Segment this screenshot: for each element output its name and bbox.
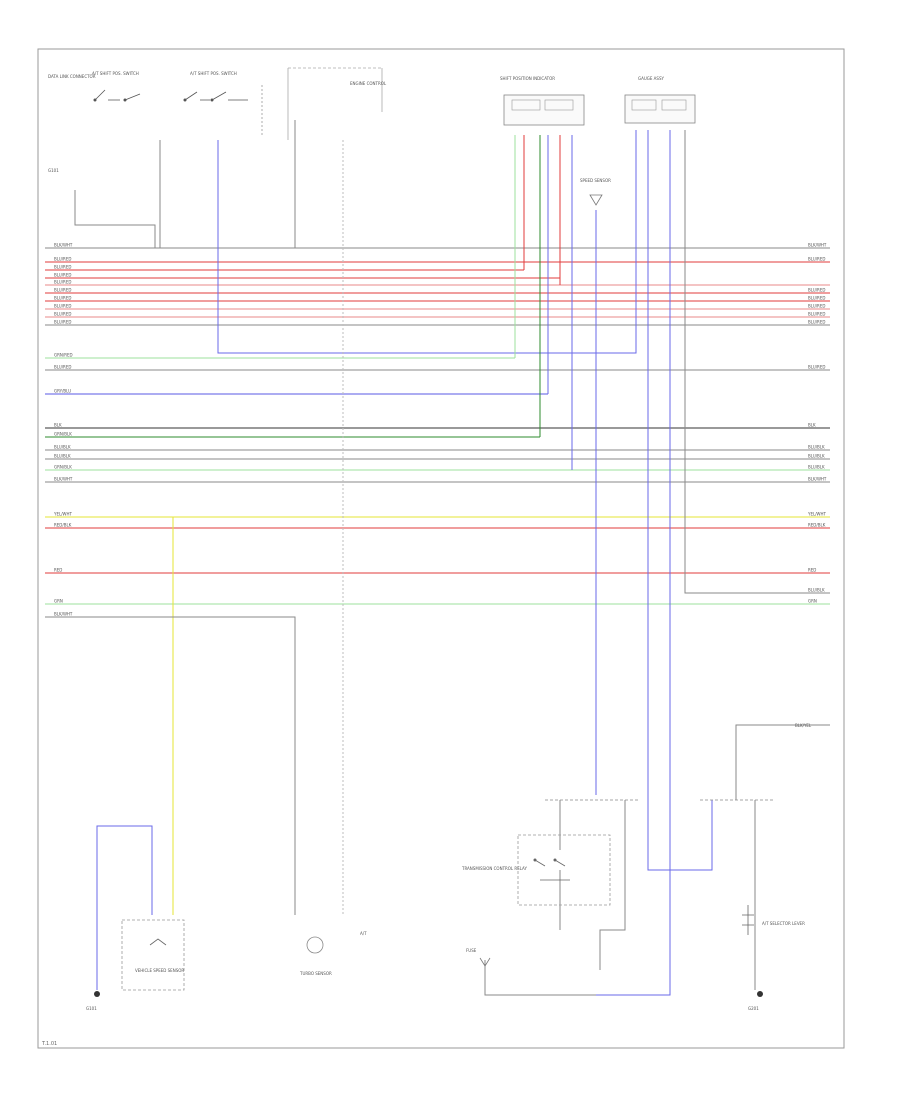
bus-wire-left-label: BLK/WHT <box>54 477 73 482</box>
bus-wire-left-label: GRY/BLU <box>54 389 71 394</box>
footer-code: T.1.01 <box>41 1041 57 1047</box>
right-ground-label: G201 <box>748 1006 759 1011</box>
bus-wire-left-label: GRN/BLK <box>54 432 72 437</box>
meter-connector: GAUGE ASSY <box>624 76 696 124</box>
fuse-tag: FUSE <box>466 948 491 967</box>
ecu-label: SHIFT POSITION INDICATOR <box>500 76 555 81</box>
bus-wire-left-label: BLU/RED <box>54 265 71 270</box>
switch-group-a: A/T SHIFT POS. SWITCH <box>92 71 141 102</box>
transmission-relay: TRANSMISSION CONTROL RELAY <box>461 799 640 906</box>
bus-wire-left-label: RED/BLK <box>54 523 72 528</box>
right-top-tag: BLK/YEL <box>795 723 812 728</box>
bus-wire-right-label: BLU/RED <box>808 257 825 262</box>
bus-wire-left-label: GRN <box>54 599 63 604</box>
bus-wire-right-label: RED/BLK <box>808 523 826 528</box>
bus-wire-right-label: BLK/WHT <box>808 243 827 248</box>
bus-wire-left-label: GRN/BLK <box>54 465 72 470</box>
bus-wire-left-label: BLU/RED <box>54 280 71 285</box>
bus-wire-right-label: BLU/BLK <box>808 465 825 470</box>
wire-relay-right <box>735 724 830 800</box>
switch-group-b: A/T SHIFT POS. SWITCH <box>183 71 263 135</box>
left-ground-label: G101 <box>86 1006 97 1011</box>
wire-blue-left <box>96 825 153 990</box>
bus-wire-left-label: BLK/WHT <box>54 243 73 248</box>
wire-ground-top <box>74 190 156 248</box>
right-bottom-label: A/T SELECTOR LEVER <box>762 921 805 926</box>
switch-a-label: A/T SHIFT POS. SWITCH <box>92 71 139 76</box>
meter-label: GAUGE ASSY <box>638 76 664 81</box>
ecu-connector: SHIFT POSITION INDICATOR <box>500 76 585 126</box>
bus-wire-left-label: BLK <box>54 423 62 428</box>
bus-wire-right-label: BLK/WHT <box>808 477 827 482</box>
connector-tag: A/T <box>360 931 367 936</box>
left-bottom-label: VEHICLE SPEED SENSOR <box>135 968 184 973</box>
bus-wire-right-label: BLU/RED <box>808 288 825 293</box>
relay-label: TRANSMISSION CONTROL RELAY <box>461 866 527 871</box>
bus-wire-left-label: YEL/WHT <box>53 512 73 517</box>
mid-bottom-label: TURBO SENSOR <box>299 971 332 976</box>
ground-label: G101 <box>48 168 59 173</box>
bus-wire-left-label: BLU/RED <box>54 288 71 293</box>
wire-blue-switch <box>217 130 637 354</box>
bus-wire-right-label: BLU/RED <box>808 320 825 325</box>
turbo-sensor: TURBO SENSOR <box>299 936 332 976</box>
selector-lever: A/T SELECTOR LEVER G201 <box>700 799 805 1011</box>
bus-wire-right-label: BLU/RED <box>808 296 825 301</box>
speed-sensor-tag: SPEED SENSOR <box>580 178 611 206</box>
switch-b-label: A/T SHIFT POS. SWITCH <box>190 71 237 76</box>
wire-blue-long3 <box>596 130 671 996</box>
wire-relay-bot <box>484 960 596 996</box>
engine-label: ENGINE CONTROL <box>350 81 387 86</box>
wire-relay-mid2 <box>599 800 626 970</box>
bus-wire-left-label: BLU/RED <box>54 273 71 278</box>
bus-wire-right-label: BLU/RED <box>808 312 825 317</box>
wire-gray-right <box>684 130 830 594</box>
bus-wire-left-label: BLK/WHT <box>54 612 73 617</box>
sensor-label: SPEED SENSOR <box>580 178 611 183</box>
bus-wire-left-label: BLU/RED <box>54 320 71 325</box>
bus-wire-left-label: BLU/BLK <box>54 445 71 450</box>
wire-blue-long2 <box>647 130 713 871</box>
bus-wire-left-label: BLU/RED <box>54 365 71 370</box>
bus-wire-right-label: RED <box>808 568 816 573</box>
bus-wire-right-label: BLU/RED <box>808 304 825 309</box>
wire-gray-top2 <box>45 140 161 249</box>
left-ground: G101 <box>86 991 100 1011</box>
bus-wire-left-label: RED <box>54 568 62 573</box>
diagram-frame <box>37 48 845 1049</box>
bus-wire-left-label: BLU/RED <box>54 312 71 317</box>
bus-wire-left-label: BLU/BLK <box>54 454 71 459</box>
bus-wire-left-label: BLU/RED <box>54 304 71 309</box>
bus-wire-right-label: YEL/WHT <box>807 512 827 517</box>
fuse-label: FUSE <box>466 948 477 953</box>
bus-wire-left-label: BLU/RED <box>54 257 71 262</box>
bus-wire-right-label: BLU/BLK <box>808 454 825 459</box>
bus-wires: BLK/WHT BLK/WHT BLU/RED BLU/RED BLU/RED BLU/R… <box>45 243 830 618</box>
top-left-note: DATA LINK CONNECTOR <box>48 74 96 79</box>
bus-wire-right-label: BLU/RED <box>808 365 825 370</box>
vehicle-speed-sensor: VEHICLE SPEED SENSOR <box>121 919 185 991</box>
bus-wire-right-label: BLU/BLK <box>808 588 825 593</box>
bus-wire-left-label: BLU/RED <box>54 296 71 301</box>
bus-wire-left-label: GRN/RED <box>54 353 73 358</box>
wire-gray-mid <box>45 616 296 915</box>
bus-wire-right-label: GRN <box>808 599 817 604</box>
vertical-wires <box>45 120 830 996</box>
bus-wire-right-label: BLK <box>808 423 816 428</box>
bus-wire-right-label: BLU/BLK <box>808 445 825 450</box>
